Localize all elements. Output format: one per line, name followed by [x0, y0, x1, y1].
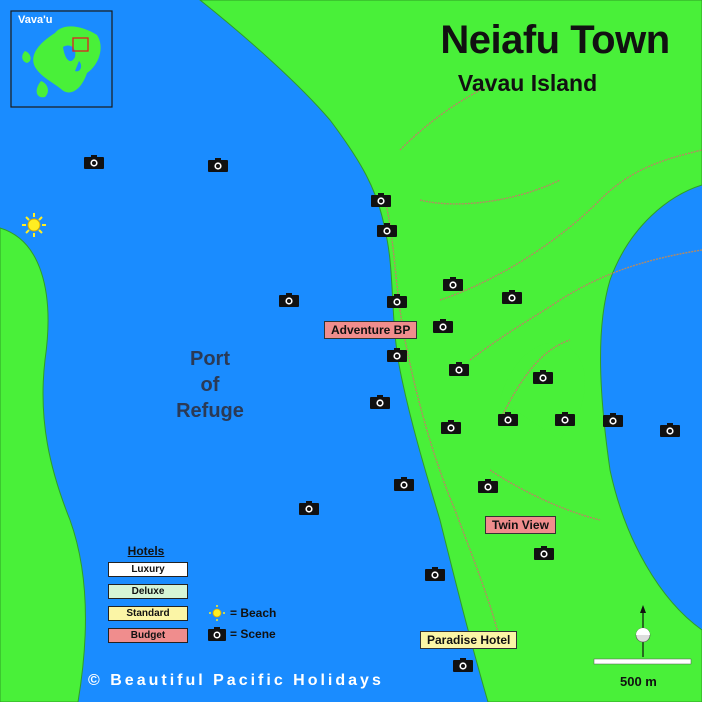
- camera-icon[interactable]: [453, 658, 473, 672]
- legend-scene-row: = Scene: [208, 625, 276, 643]
- scale-bar: [593, 658, 692, 665]
- water-label-line: of: [200, 374, 220, 396]
- legend: Hotels Luxury Deluxe Standard Budget: [108, 544, 198, 650]
- camera-icon[interactable]: [502, 290, 522, 304]
- legend-beach-label: = Beach: [230, 606, 277, 620]
- camera-icon[interactable]: [370, 395, 390, 409]
- camera-icon[interactable]: [394, 477, 414, 491]
- legend-luxury: Luxury: [108, 562, 188, 577]
- hotel-paradise-hotel[interactable]: Paradise Hotel: [420, 631, 518, 649]
- map-title: Neiafu Town: [440, 18, 670, 62]
- camera-icon[interactable]: [443, 277, 463, 291]
- camera-icon[interactable]: [299, 501, 319, 515]
- water-label-line: Refuge: [176, 400, 244, 422]
- camera-icon[interactable]: [441, 420, 461, 434]
- sun-icon: [22, 213, 46, 237]
- camera-icon[interactable]: [208, 158, 228, 172]
- road-network: [384, 84, 702, 641]
- legend-standard: Standard: [108, 606, 188, 621]
- sun-icon: [209, 605, 225, 621]
- camera-icon[interactable]: [433, 319, 453, 333]
- camera-icon[interactable]: [534, 546, 554, 560]
- legend-budget: Budget: [108, 628, 188, 643]
- camera-icon[interactable]: [660, 423, 680, 437]
- camera-icon: [208, 627, 226, 641]
- copyright: © Beautiful Pacific Holidays: [88, 672, 384, 689]
- camera-markers: [84, 155, 680, 672]
- camera-icon[interactable]: [533, 370, 553, 384]
- hotel-twin-view[interactable]: Twin View: [485, 516, 556, 534]
- camera-icon[interactable]: [603, 413, 623, 427]
- legend-title: Hotels: [127, 544, 165, 558]
- camera-icon[interactable]: [425, 567, 445, 581]
- camera-icon[interactable]: [478, 479, 498, 493]
- camera-icon[interactable]: [279, 293, 299, 307]
- map-subtitle: Vavau Island: [457, 70, 598, 96]
- inset-label: Vava'u: [18, 14, 53, 26]
- camera-icon[interactable]: [555, 412, 575, 426]
- inset-highlight-box: [72, 37, 89, 52]
- camera-icon[interactable]: [377, 223, 397, 237]
- camera-icon[interactable]: [387, 348, 407, 362]
- land-west: [0, 227, 87, 702]
- water-label: Port of Refuge: [165, 346, 255, 424]
- hotel-adventure-bp[interactable]: Adventure BP: [324, 321, 418, 339]
- legend-beach-row: = Beach: [208, 604, 276, 622]
- camera-icon[interactable]: [84, 155, 104, 169]
- north-arrow-icon: [635, 605, 651, 657]
- legend-deluxe: Deluxe: [108, 584, 188, 599]
- scale-label: 500 m: [620, 674, 657, 689]
- camera-icon[interactable]: [371, 193, 391, 207]
- water-label-line: Port: [190, 348, 230, 370]
- camera-icon[interactable]: [498, 412, 518, 426]
- camera-icon[interactable]: [449, 362, 469, 376]
- inset-map: [10, 10, 113, 108]
- legend-scene-label: = Scene: [230, 627, 276, 641]
- land-main: [199, 0, 702, 702]
- camera-icon[interactable]: [387, 294, 407, 308]
- legend-symbols: = Beach = Scene: [208, 604, 276, 646]
